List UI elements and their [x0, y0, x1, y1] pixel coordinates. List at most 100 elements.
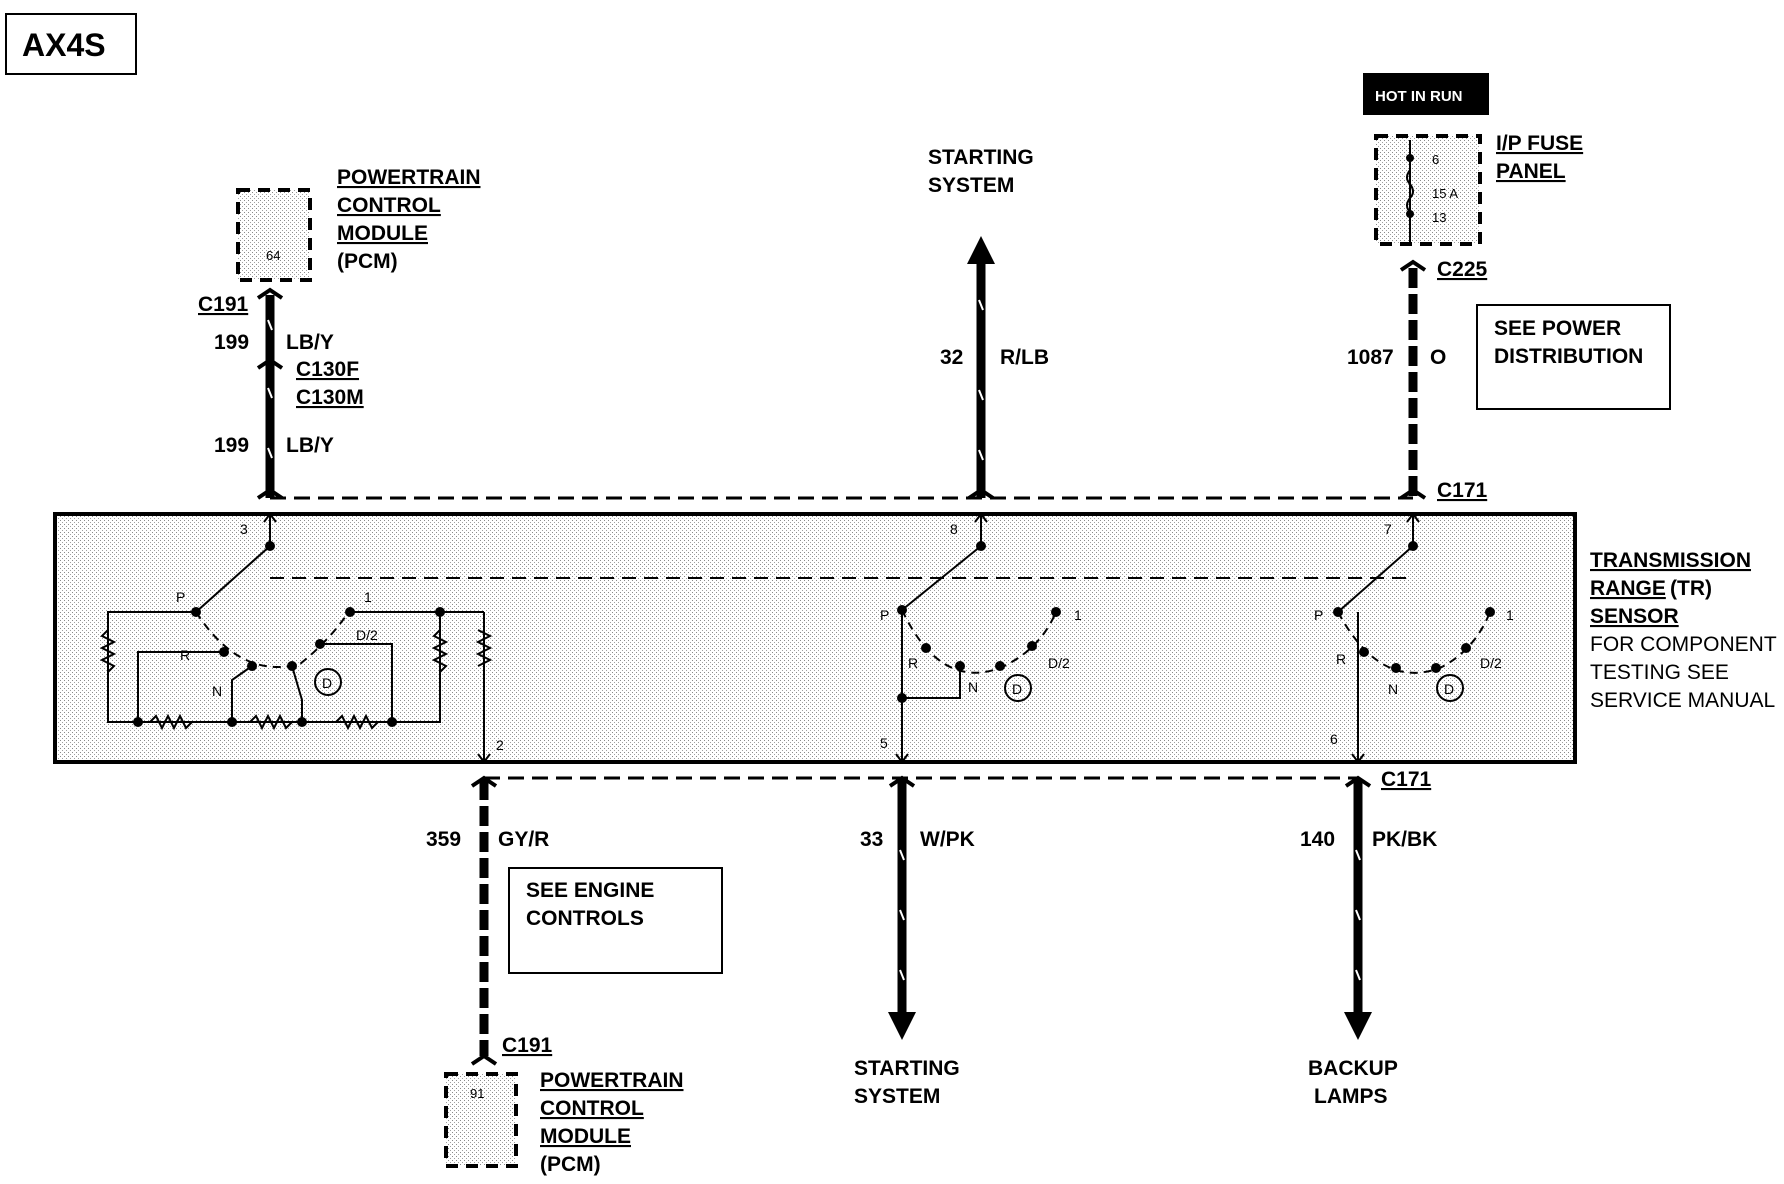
svg-text:AX4S: AX4S	[22, 27, 106, 63]
svg-text:STARTING: STARTING	[928, 146, 1034, 169]
starting-system-top-label: STARTING SYSTEM	[928, 146, 1034, 197]
wire-33-color: W/PK	[920, 828, 975, 851]
svg-text:FOR COMPONENT: FOR COMPONENT	[1590, 633, 1777, 656]
conn-c225: C225	[1437, 258, 1488, 281]
pcm-bottom-label: POWERTRAIN CONTROL MODULE (PCM)	[540, 1069, 684, 1176]
svg-text:SENSOR: SENSOR	[1590, 605, 1679, 628]
svg-text:DISTRIBUTION: DISTRIBUTION	[1494, 345, 1643, 368]
pos-p-mid: P	[880, 607, 889, 623]
tr-switch-left	[99, 512, 493, 764]
wire-32-color: R/LB	[1000, 346, 1049, 369]
wire-199b-num: 199	[214, 434, 249, 457]
svg-text:64: 64	[266, 248, 280, 263]
svg-text:PANEL: PANEL	[1496, 160, 1566, 183]
wire-359-color: GY/R	[498, 828, 549, 851]
wire-199b-color: LB/Y	[286, 434, 334, 457]
wire-1087-num: 1087	[1347, 346, 1394, 369]
pcm-top-connector: 64	[236, 188, 312, 282]
svg-text:MODULE: MODULE	[337, 222, 428, 245]
conn-c130m: C130M	[296, 386, 364, 409]
pos-r-left: R	[180, 647, 190, 663]
pos-n-mid: N	[968, 679, 978, 695]
svg-text:CONTROL: CONTROL	[540, 1097, 644, 1120]
conn-c171-bottom: C171	[1381, 768, 1432, 791]
svg-text:STARTING: STARTING	[854, 1057, 960, 1080]
svg-text:TESTING SEE: TESTING SEE	[1590, 661, 1729, 684]
pin-8: 8	[950, 521, 958, 537]
model-tag: AX4S	[5, 13, 137, 75]
svg-text:SEE POWER: SEE POWER	[1494, 317, 1621, 340]
pcm-bottom-connector: 91	[444, 1072, 518, 1168]
svg-text:TRANSMISSION: TRANSMISSION	[1590, 549, 1751, 572]
pos-n-left: N	[212, 683, 222, 699]
pos-d-right: D	[1444, 681, 1454, 697]
pos-1-mid: 1	[1074, 607, 1082, 623]
pos-d2-mid: D/2	[1048, 655, 1070, 671]
wire-199	[256, 287, 284, 500]
svg-text:SEE ENGINE: SEE ENGINE	[526, 879, 654, 902]
svg-text:RANGE: RANGE	[1590, 577, 1666, 600]
svg-text:CONTROLS: CONTROLS	[526, 907, 644, 930]
pos-n-right: N	[1388, 681, 1398, 697]
svg-text:15 A: 15 A	[1432, 186, 1458, 201]
conn-c191-top: C191	[198, 293, 249, 316]
wire-140-color: PK/BK	[1372, 828, 1437, 851]
pcm-top-label: POWERTRAIN CONTROL MODULE (PCM)	[337, 166, 481, 273]
pin-6: 6	[1330, 731, 1338, 747]
svg-text:6: 6	[1432, 152, 1439, 167]
pin-5: 5	[880, 735, 888, 751]
pin-7: 7	[1384, 521, 1392, 537]
svg-text:13: 13	[1432, 210, 1446, 225]
svg-text:91: 91	[470, 1086, 484, 1101]
wire-32-num: 32	[940, 346, 963, 369]
pos-d2-right: D/2	[1480, 655, 1502, 671]
wire-359-num: 359	[426, 828, 461, 851]
svg-text:SYSTEM: SYSTEM	[928, 174, 1014, 197]
wire-140-num: 140	[1300, 828, 1335, 851]
svg-text:SERVICE MANUAL: SERVICE MANUAL	[1590, 689, 1775, 712]
svg-text:HOT IN RUN: HOT IN RUN	[1375, 88, 1463, 105]
wire-1087-color: O	[1430, 346, 1446, 369]
wire-199a-color: LB/Y	[286, 331, 334, 354]
tr-switch-right	[1333, 512, 1495, 764]
pos-d-mid: D	[1012, 681, 1022, 697]
pos-1-right: 1	[1506, 607, 1514, 623]
wire-33	[888, 775, 916, 1040]
pin-3: 3	[240, 521, 248, 537]
conn-c130f: C130F	[296, 358, 359, 381]
fuse-panel-box: 6 15 A 13	[1374, 134, 1482, 246]
pin-2: 2	[496, 737, 504, 753]
see-power-distribution-box: SEE POWER DISTRIBUTION	[1476, 304, 1671, 410]
wire-32	[967, 236, 995, 500]
conn-c171-top: C171	[1437, 479, 1488, 502]
svg-text:I/P FUSE: I/P FUSE	[1496, 132, 1583, 155]
wire-1087	[1399, 259, 1427, 500]
wire-140	[1344, 775, 1372, 1040]
wire-199a-num: 199	[214, 331, 249, 354]
svg-text:SYSTEM: SYSTEM	[854, 1085, 940, 1108]
tr-sensor-box	[53, 512, 1577, 764]
conn-c191-bottom: C191	[502, 1034, 553, 1057]
svg-text:LAMPS: LAMPS	[1314, 1085, 1388, 1108]
pos-1-left: 1	[364, 589, 372, 605]
svg-text:MODULE: MODULE	[540, 1125, 631, 1148]
wire-359	[470, 775, 498, 1066]
svg-text:POWERTRAIN: POWERTRAIN	[540, 1069, 684, 1092]
pos-r-mid: R	[908, 655, 918, 671]
starting-system-bottom-label: STARTING SYSTEM	[854, 1057, 960, 1108]
pos-p-left: P	[176, 589, 185, 605]
svg-text:CONTROL: CONTROL	[337, 194, 441, 217]
svg-text:(PCM): (PCM)	[337, 250, 398, 273]
backup-lamps-label: BACKUP LAMPS	[1308, 1057, 1398, 1108]
pos-p-right: P	[1314, 607, 1323, 623]
svg-text:POWERTRAIN: POWERTRAIN	[337, 166, 481, 189]
tr-sensor-label: TRANSMISSION RANGE (TR) SENSOR FOR COMPO…	[1590, 549, 1777, 712]
svg-text:BACKUP: BACKUP	[1308, 1057, 1398, 1080]
svg-text:(PCM): (PCM)	[540, 1153, 601, 1176]
see-engine-controls-box: SEE ENGINE CONTROLS	[508, 867, 723, 974]
pos-r-right: R	[1336, 651, 1346, 667]
tr-switch-middle	[895, 512, 1061, 764]
hot-in-run-badge: HOT IN RUN	[1363, 73, 1489, 115]
pos-d-left: D	[322, 675, 332, 691]
